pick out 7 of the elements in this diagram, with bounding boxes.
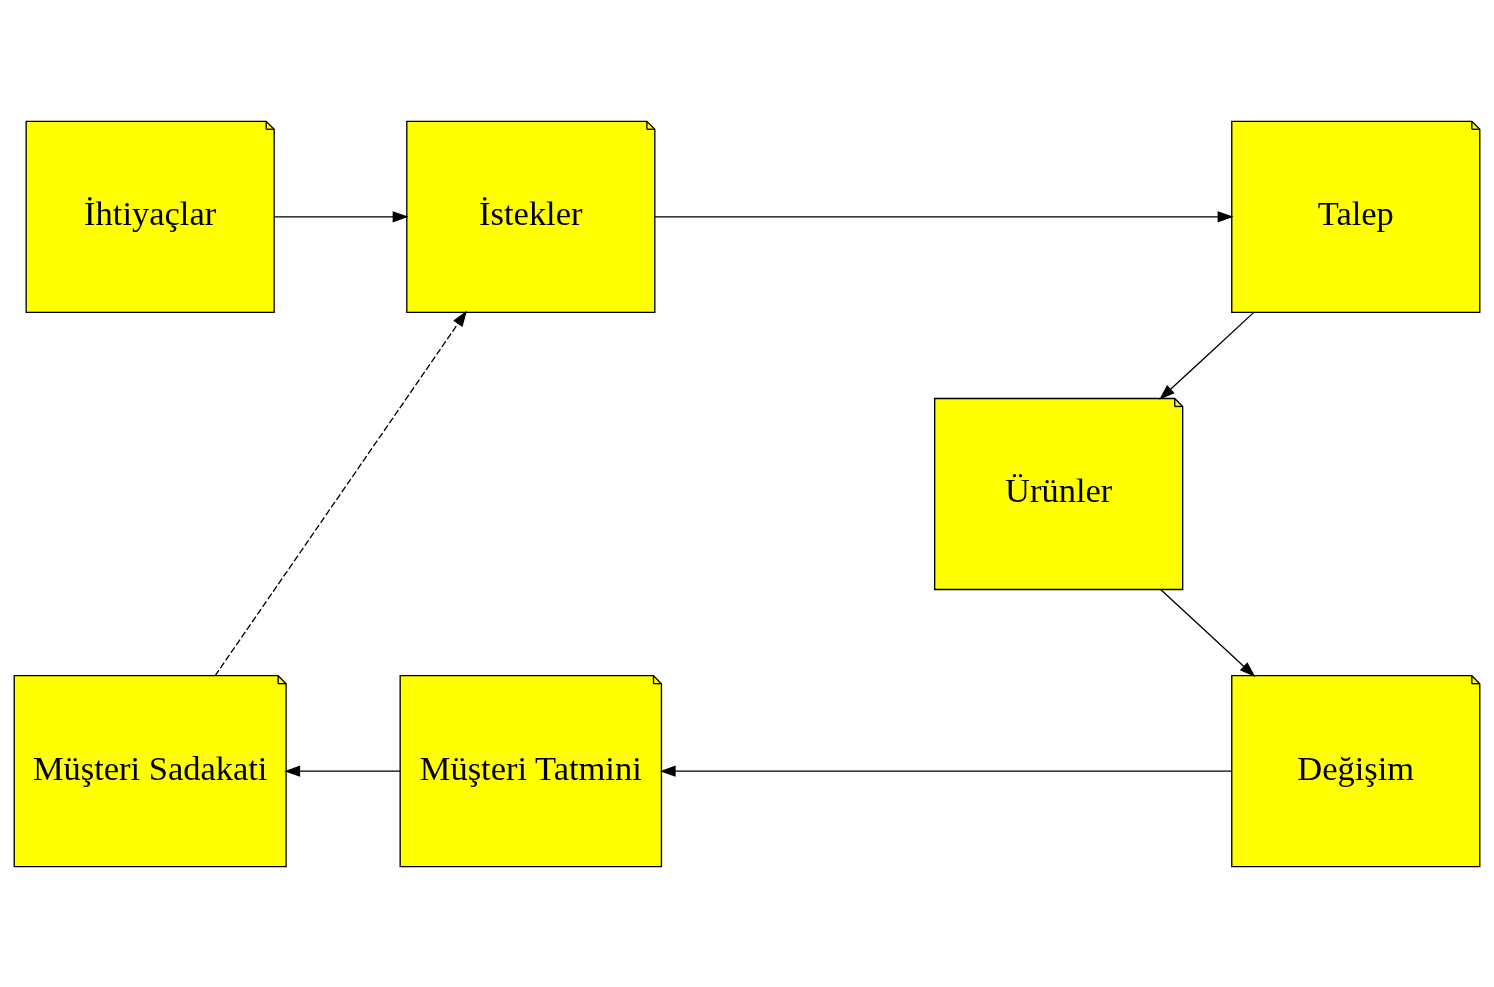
arrow [1160,588,1256,677]
arrow [214,310,467,676]
arrow [273,210,409,222]
arrow [284,765,401,777]
arrow [1159,311,1255,400]
arrow [659,765,1233,777]
arrow [654,210,1234,222]
